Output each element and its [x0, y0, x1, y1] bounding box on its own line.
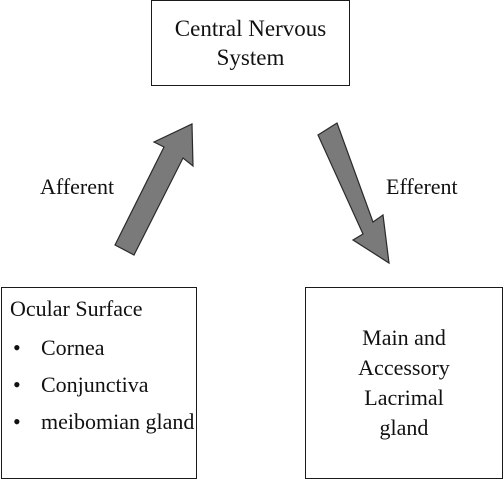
afferent-arrow: [114, 123, 194, 256]
lacrimal-line-4: gland: [379, 415, 429, 440]
bullet-icon: •: [13, 335, 21, 360]
list-item-label: Conjunctiva: [41, 372, 149, 397]
lacrimal-gland-box: Main and Accessory Lacrimal gland: [305, 287, 503, 479]
lacrimal-line-2: Accessory: [358, 355, 450, 380]
efferent-arrow: [317, 122, 390, 265]
list-item-label: meibomian gland: [41, 409, 195, 434]
cns-line-1: Central Nervous: [174, 16, 327, 41]
afferent-label: Afferent: [40, 174, 115, 199]
bullet-icon: •: [13, 409, 21, 434]
list-item-label: Cornea: [41, 335, 105, 360]
ocular-surface-list: • Cornea • Conjunctiva • meibomian gland: [10, 333, 196, 436]
list-item-cornea: • Cornea: [10, 333, 196, 362]
central-nervous-system-box: Central Nervous System: [151, 0, 350, 86]
list-item-meibomian-gland: • meibomian gland: [10, 407, 196, 436]
efferent-label: Efferent: [386, 174, 458, 199]
bullet-icon: •: [13, 372, 21, 397]
lacrimal-line-1: Main and: [362, 325, 446, 350]
lacrimal-line-3: Lacrimal: [364, 385, 444, 410]
cns-line-2: System: [216, 45, 285, 70]
ocular-surface-title: Ocular Surface: [10, 296, 143, 321]
list-item-conjunctiva: • Conjunctiva: [10, 370, 196, 399]
ocular-surface-box: Ocular Surface • Cornea • Conjunctiva • …: [1, 287, 197, 479]
